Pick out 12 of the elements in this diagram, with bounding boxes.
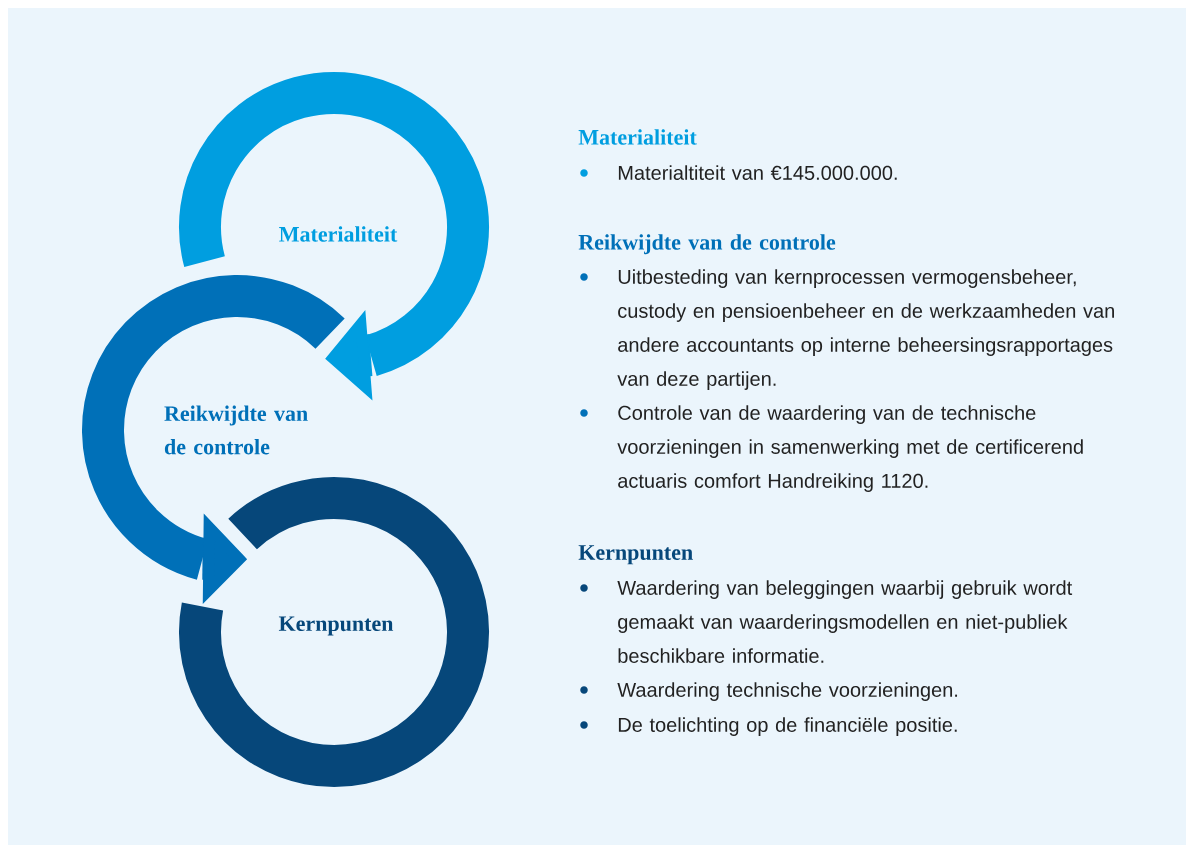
ring-band: Reikwijdte van de controle <box>82 275 344 580</box>
heading: Kernpunten <box>578 545 693 565</box>
bullet-text: Waardering technische voorzieningen. <box>617 682 958 701</box>
bullet-text: Uitbesteding van kernprocessen vermogensbeheer, custody en pensioenbeheer en de werkzaamheden van andere accountants op interne beheersingsrapportages van deze partijen. <box>617 269 1114 390</box>
bullet-text: Materialtiteit van €145.000.000. <box>618 165 897 180</box>
bullet-text: De toelichting op de financiële positie. <box>618 717 957 736</box>
heading: Materialiteit <box>578 129 697 145</box>
ring-band: Materialiteit <box>179 72 489 376</box>
bullet-text: Controle van de waardering van de technische voorzieningen in samenwerking met de certificerend actuaris comfort Handreiking 1120. <box>617 405 1083 492</box>
ring-band: Kernpunten <box>179 477 489 787</box>
bullet-text: Waardering van beleggingen waarbij gebruik wordt gemaakt van waarderingsmodellen en niet-publiek beschikbare informatie. <box>617 580 1073 663</box>
heading: Reikwijdte van de controle <box>578 234 836 255</box>
